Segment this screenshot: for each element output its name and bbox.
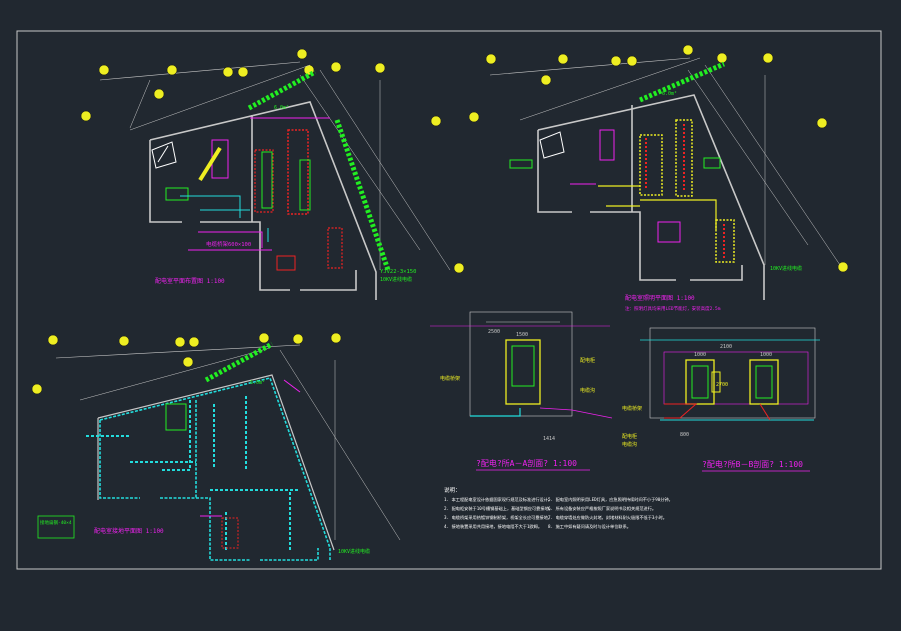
plan-title: 配电室照明平面图 1:100 bbox=[625, 294, 695, 302]
dimension-line bbox=[489, 57, 691, 76]
plan-top-right: 配电室照明平面图 1:100 注：照明灯具均采用LED节能灯，安装高度2.5m … bbox=[468, 44, 849, 312]
dim-frame bbox=[649, 327, 816, 419]
ground-loop bbox=[99, 377, 331, 561]
busbar bbox=[711, 371, 721, 393]
yellow-duct bbox=[198, 146, 222, 182]
section-aa: 1500 2500 1414 电缆桥架 配电柜 电缆沟 ?配电?所A－A剖面? … bbox=[430, 311, 613, 471]
trench-right bbox=[759, 403, 771, 421]
drawing-frame bbox=[16, 30, 882, 570]
cabinet bbox=[505, 339, 541, 405]
green-band-top bbox=[639, 61, 725, 103]
dim-3: 1414 bbox=[543, 436, 555, 442]
dim-2: 2500 bbox=[488, 329, 500, 335]
red-cabinet bbox=[221, 517, 239, 549]
outgoing-note: 10KV进线电缆 bbox=[338, 548, 370, 555]
dim-5: 800 bbox=[680, 432, 689, 438]
label-trench: 电缆沟 bbox=[622, 441, 637, 448]
note-line: 8. 施工中如有疑问请及时与设计单位联系。 bbox=[548, 523, 631, 530]
legend-box bbox=[37, 515, 75, 539]
walls bbox=[149, 101, 377, 300]
dim-2: 2700 bbox=[716, 382, 728, 388]
leader bbox=[539, 407, 613, 419]
note-line: 1. 本工程配电室设计依据国家现行规范及标准进行设计。 bbox=[444, 496, 552, 503]
legend-note: 接地扁钢-40×4 bbox=[40, 519, 72, 526]
grid-lines bbox=[129, 64, 451, 271]
green-cabinets bbox=[165, 151, 311, 211]
cyan-routes bbox=[180, 195, 269, 242]
walls bbox=[97, 374, 335, 551]
stair-block bbox=[151, 141, 177, 169]
dim-frame bbox=[469, 311, 573, 417]
dim-4: 2100 bbox=[720, 344, 732, 350]
light-fixtures bbox=[639, 119, 735, 263]
area-note: 6.0m² bbox=[274, 105, 289, 111]
note-line: 7. 电缆穿墙处应做防火封堵，封堵材料耐火极限不低于3小时。 bbox=[548, 514, 667, 521]
axis-bubbles bbox=[31, 332, 342, 395]
notes-block: 说明： 1. 本工程配电室设计依据国家现行规范及标准进行设计。 2. 配电柜安装… bbox=[444, 486, 673, 530]
switchgear-red bbox=[254, 129, 343, 271]
section-title: ?配电?所B－B剖面? 1:100 bbox=[702, 459, 803, 469]
green-band-top bbox=[204, 341, 274, 383]
outgoing-note: 10KV进线电缆 bbox=[380, 276, 412, 283]
grid-lines bbox=[519, 57, 841, 266]
dim-1: 1000 bbox=[694, 352, 706, 358]
axis-bubbles bbox=[80, 48, 465, 274]
cable-note: YJV22-3×150 bbox=[380, 269, 416, 275]
note-line: 4. 接地装置采用共用接地，接地电阻不大于1欧姆。 bbox=[444, 523, 542, 530]
room-outline bbox=[663, 351, 809, 405]
green-cabinet bbox=[165, 403, 187, 431]
ground-bars bbox=[86, 396, 300, 552]
cabinet-right-door bbox=[755, 365, 773, 399]
note-line: 3. 电缆桥架采用热镀锌钢制桥架，桥架全长应可靠接地。 bbox=[444, 514, 552, 521]
magenta-routes bbox=[200, 379, 301, 517]
plan-title: 配电室接地平面图 1:100 bbox=[94, 527, 164, 535]
plan-bottom-left: 接地扁钢-40×4 配电室接地平面图 1:100 10KV进线电缆 6.0m² bbox=[31, 332, 401, 561]
label-tray: 电缆桥架 bbox=[440, 375, 460, 382]
area-note: 6.0m² bbox=[662, 91, 677, 97]
axis-bubbles bbox=[468, 44, 849, 273]
label-tray: 电缆桥架 bbox=[622, 405, 642, 412]
dim-1: 1500 bbox=[516, 332, 528, 338]
note-line: 6. 所有设备安装应严格按照厂家说明书及相关规范进行。 bbox=[548, 505, 656, 512]
walls bbox=[537, 94, 765, 300]
green-boxes bbox=[509, 157, 721, 169]
plan-top-left: 配电室平面布置图 1:100 YJV22-3×150 电缆桥架600×100 1… bbox=[80, 48, 465, 300]
plan-title: 配电室平面布置图 1:100 bbox=[155, 277, 225, 285]
floor-line bbox=[470, 408, 521, 417]
outgoing-note: 10KV进线电缆 bbox=[770, 265, 802, 272]
notes-heading: 说明： bbox=[444, 486, 461, 494]
yellow-circuits bbox=[598, 185, 717, 230]
note-line: 5. 配电室内照明采用LED灯具，应急照明持续时间不小于90分钟。 bbox=[548, 496, 673, 503]
note-line: 2. 配电柜安装于10号槽钢基础上，基础型钢应可靠接地。 bbox=[444, 505, 553, 512]
cabinet-right bbox=[749, 359, 779, 405]
area-note: 6.0m² bbox=[250, 380, 265, 386]
stair-block bbox=[539, 131, 565, 159]
dimension-line bbox=[99, 61, 301, 81]
cabinet-left-door bbox=[691, 365, 709, 399]
section-bb: 1000 2700 1000 2100 800 电缆桥架 配电柜 电缆沟 ?配电… bbox=[622, 327, 820, 472]
trench-left bbox=[664, 403, 698, 419]
cabinet-left bbox=[685, 359, 715, 405]
section-title: ?配电?所A－A剖面? 1:100 bbox=[476, 458, 577, 468]
cabinet-door bbox=[511, 345, 535, 387]
label-cabinet: 配电柜 bbox=[580, 357, 595, 364]
grid-lines bbox=[79, 347, 401, 541]
magenta-routes bbox=[570, 129, 681, 243]
label-cabinet: 配电柜 bbox=[622, 433, 637, 440]
green-band-top bbox=[247, 69, 317, 111]
plan-subtitle: 注：照明灯具均采用LED节能灯，安装高度2.5m bbox=[625, 305, 721, 312]
dim-3: 1000 bbox=[760, 352, 772, 358]
tray-note: 电缆桥架600×100 bbox=[206, 240, 251, 248]
dimension-line bbox=[55, 344, 301, 359]
label-trench: 电缆沟 bbox=[580, 387, 595, 394]
green-band-diagonal bbox=[334, 119, 391, 271]
